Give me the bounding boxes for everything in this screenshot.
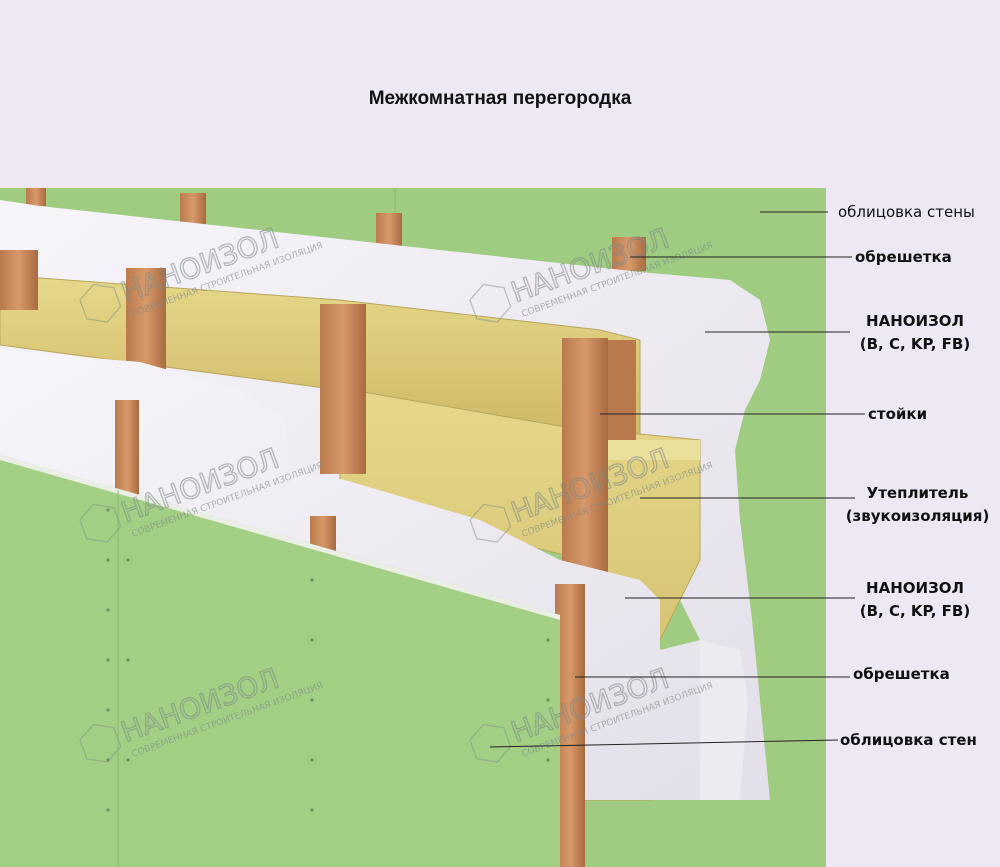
label-wall-cladding-front: облицовка стен xyxy=(840,731,977,749)
label-insulation: Утеплитель (звукоизоляция) xyxy=(845,484,990,525)
label-nanoizol-back: НАНОИЗОЛ (B, C, KP, FB) xyxy=(859,312,971,353)
front-batten xyxy=(115,400,139,496)
stud xyxy=(0,250,38,310)
label-battens-front: обрешетка xyxy=(853,665,950,683)
leader-lines xyxy=(489,211,865,748)
back-batten xyxy=(26,188,46,206)
label-nanoizol-front: НАНОИЗОЛ (B, C, KP, FB) xyxy=(859,579,971,620)
back-batten xyxy=(180,193,206,227)
label-studs: стойки xyxy=(868,405,928,423)
back-batten xyxy=(612,237,646,271)
page-title: Межкомнатная перегородка xyxy=(368,88,632,109)
drywall-screws xyxy=(106,508,550,812)
label-battens-back: обрешетка xyxy=(855,248,952,266)
front-wall-cladding xyxy=(0,455,560,867)
stud xyxy=(320,304,366,474)
label-wall-cladding-back: облицовка стены xyxy=(838,203,975,221)
back-batten xyxy=(376,213,402,247)
stud xyxy=(562,338,608,588)
